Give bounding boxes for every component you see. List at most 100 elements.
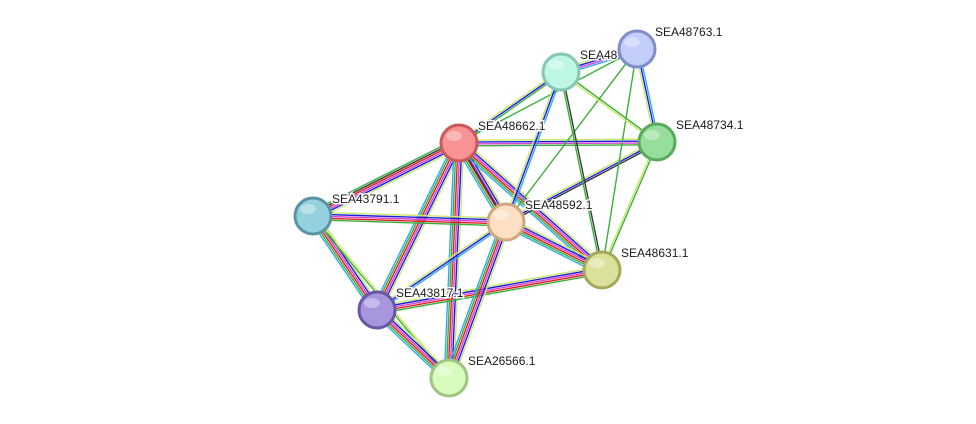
edge-sea48592-sea26566[interactable] <box>443 220 512 380</box>
node-label: SEA48662.1 <box>478 119 546 133</box>
edge-evidence-line <box>458 138 657 141</box>
edge-evidence-line <box>375 142 459 310</box>
node-sea43791[interactable]: SEA43791.1 <box>293 191 401 236</box>
edge-evidence-line <box>377 143 461 311</box>
edge-evidence-line <box>504 139 657 221</box>
edge-evidence-line <box>449 143 461 379</box>
edge-evidence-line <box>451 222 510 380</box>
node-circle[interactable] <box>582 250 622 290</box>
node-label: SEA26566.1 <box>468 354 536 368</box>
node-sea43817[interactable]: SEA43817.1 <box>357 285 465 330</box>
edge-evidence-line <box>310 138 458 213</box>
node-label: SEA48631.1 <box>621 246 689 260</box>
edge-sea48662-sea43791[interactable] <box>310 138 462 221</box>
node-sea48592[interactable]: SEA48592.1 <box>486 197 594 242</box>
edge-evidence-line <box>459 144 658 147</box>
node-sea48[interactable]: SEA48 <box>541 47 619 92</box>
edge-evidence-line <box>452 223 512 380</box>
edge-sea48631-sea48[interactable] <box>559 71 604 271</box>
edge-evidence-line <box>561 70 658 142</box>
edge-evidence-line <box>460 140 605 269</box>
edge-evidence-line <box>559 72 602 271</box>
edge-layer <box>308 45 660 382</box>
edge-sea48734-sea48[interactable] <box>560 70 658 144</box>
node-highlight <box>624 37 640 47</box>
edge-evidence-line <box>443 220 503 377</box>
node-highlight <box>548 60 564 70</box>
edge-evidence-line <box>506 143 659 225</box>
edge-sea48631-sea48734[interactable] <box>600 141 659 271</box>
edge-sea48631-sea48763[interactable] <box>601 48 638 271</box>
edge-evidence-line <box>602 142 659 271</box>
edge-evidence-line <box>375 219 506 310</box>
edge-evidence-line <box>507 72 564 223</box>
edge-evidence-line <box>505 71 562 223</box>
node-highlight <box>493 210 509 220</box>
edge-evidence-line <box>449 222 508 379</box>
edge-evidence-line <box>376 265 602 307</box>
edge-evidence-line <box>377 273 603 315</box>
edge-evidence-line <box>453 143 465 379</box>
edge-evidence-line <box>312 217 506 225</box>
edge-evidence-line <box>313 144 461 220</box>
node-circle[interactable] <box>617 29 657 69</box>
edge-evidence-line <box>313 143 460 218</box>
edge-evidence-line <box>458 48 638 144</box>
node-circle[interactable] <box>637 122 677 162</box>
node-circle[interactable] <box>486 202 526 242</box>
node-sea48763[interactable]: SEA48763.1 <box>617 24 724 69</box>
edge-evidence-line <box>312 215 507 223</box>
node-label: SEA48592.1 <box>525 198 593 212</box>
edge-evidence-line <box>373 141 458 310</box>
node-highlight <box>300 204 316 214</box>
node-label: SEA43817.1 <box>396 286 464 300</box>
edge-evidence-line <box>457 69 561 143</box>
node-sea48734[interactable]: SEA48734.1 <box>637 117 745 162</box>
node-circle[interactable] <box>293 196 333 236</box>
node-sea26566[interactable]: SEA26566.1 <box>429 353 537 398</box>
edge-sea48662-sea48734[interactable] <box>458 138 658 147</box>
edge-sea48592-sea48763[interactable] <box>505 48 638 223</box>
edge-evidence-line <box>311 139 459 215</box>
edge-evidence-line <box>372 140 456 309</box>
edge-evidence-line <box>313 211 507 219</box>
edge-evidence-line <box>601 48 638 271</box>
node-label: SEA48 <box>580 48 618 62</box>
node-highlight <box>436 366 452 376</box>
edge-sea48592-sea48734[interactable] <box>504 139 659 225</box>
edge-sea43817-sea48631[interactable] <box>376 265 603 315</box>
edge-evidence-line <box>380 144 464 313</box>
edge-evidence-line <box>461 138 606 267</box>
edge-evidence-line <box>561 71 604 270</box>
node-circle[interactable] <box>357 290 397 330</box>
edge-evidence-line <box>312 219 506 227</box>
node-label: SEA48734.1 <box>676 118 744 132</box>
edge-sea43791-sea48592[interactable] <box>312 211 507 227</box>
edge-evidence-line <box>505 48 638 223</box>
node-circle[interactable] <box>429 358 469 398</box>
edge-evidence-line <box>503 71 560 222</box>
node-label: SEA43791.1 <box>332 192 400 206</box>
edge-evidence-line <box>445 142 457 378</box>
edge-evidence-line <box>313 213 507 221</box>
edge-sea48592-sea48[interactable] <box>503 71 564 223</box>
edge-evidence-line <box>458 140 657 143</box>
node-label: SEA48763.1 <box>655 25 723 39</box>
node-highlight <box>364 298 380 308</box>
node-circle[interactable] <box>541 52 581 92</box>
edge-evidence-line <box>308 218 374 314</box>
node-highlight <box>446 131 462 141</box>
node-circle[interactable] <box>439 123 479 163</box>
edge-sea48662-sea43817[interactable] <box>372 140 464 313</box>
edge-evidence-line <box>445 220 504 378</box>
node-sea48662[interactable]: SEA48662.1 <box>439 118 547 163</box>
node-sea48631[interactable]: SEA48631.1 <box>582 245 690 290</box>
edge-evidence-line <box>458 71 562 144</box>
edge-sea43817-sea48592[interactable] <box>375 219 508 313</box>
edge-sea48662-sea48763[interactable] <box>458 48 638 144</box>
edge-evidence-line <box>376 267 602 309</box>
edge-evidence-line <box>312 141 459 216</box>
